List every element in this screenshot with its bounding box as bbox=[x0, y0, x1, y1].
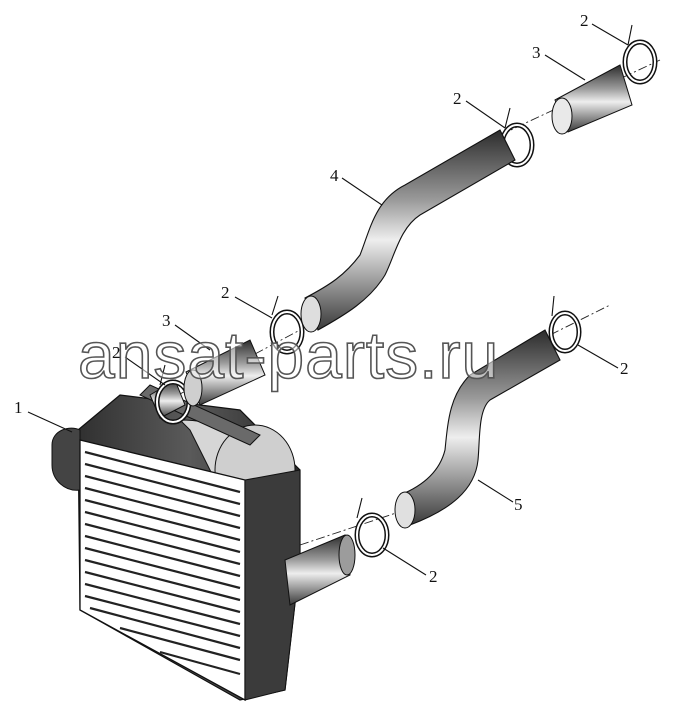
leader-2b bbox=[234, 296, 273, 319]
hose-straight-upper-part-3 bbox=[551, 64, 633, 135]
leader-2e bbox=[577, 344, 619, 369]
leader-1 bbox=[27, 411, 73, 433]
leader-3a bbox=[174, 324, 211, 351]
intercooler-part-1 bbox=[51, 379, 356, 702]
callout-2b: 2 bbox=[221, 283, 230, 302]
leader-5 bbox=[477, 479, 514, 503]
callout-2e: 2 bbox=[620, 359, 629, 378]
intercooler-fins bbox=[84, 450, 241, 676]
callout-2d: 2 bbox=[580, 11, 589, 30]
clamp-ring-b bbox=[269, 295, 305, 355]
callout-3a: 3 bbox=[162, 311, 171, 330]
leader-2a bbox=[124, 356, 166, 386]
leader-2f bbox=[382, 547, 427, 576]
pipe-curved-lower-part-5 bbox=[394, 329, 561, 529]
clamp-ring-d bbox=[622, 24, 658, 85]
callout-2f: 2 bbox=[429, 567, 438, 586]
callout-2c: 2 bbox=[453, 89, 462, 108]
leader-2d bbox=[591, 23, 629, 46]
callout-5: 5 bbox=[514, 495, 523, 514]
callout-2a: 2 bbox=[112, 343, 121, 362]
clamp-ring-f bbox=[354, 497, 390, 558]
callout-4: 4 bbox=[330, 166, 339, 185]
clamp-ring-e bbox=[548, 295, 582, 354]
callout-1: 1 bbox=[14, 398, 23, 417]
leader-3b bbox=[544, 54, 586, 81]
hose-straight-lower-part-3 bbox=[183, 339, 266, 407]
watermark-text: ansat-parts.ru bbox=[78, 318, 499, 392]
leader-2c bbox=[465, 100, 506, 129]
leader-4 bbox=[341, 177, 383, 206]
callout-3b: 3 bbox=[532, 43, 541, 62]
pipe-curved-upper-part-4 bbox=[300, 129, 516, 333]
